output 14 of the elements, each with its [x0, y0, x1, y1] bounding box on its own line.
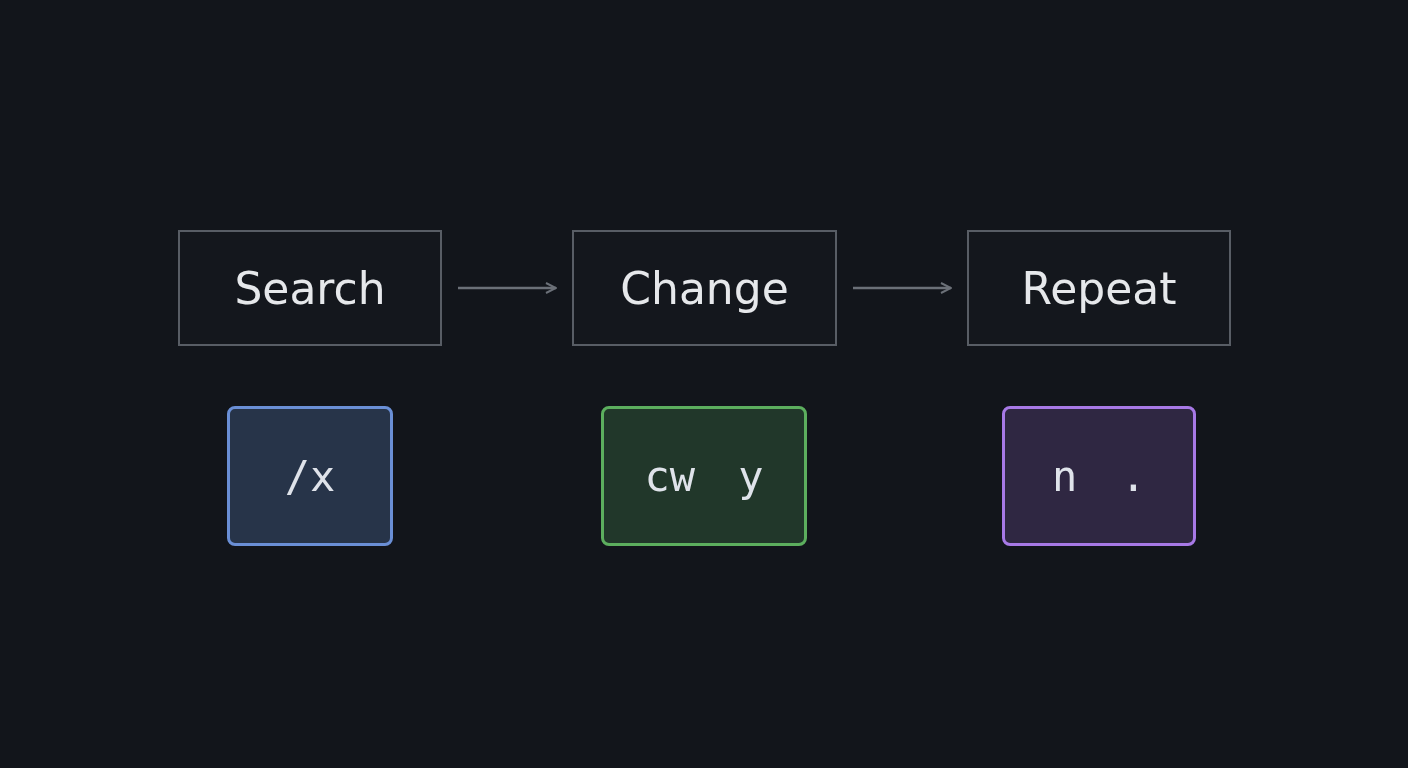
- arrow: [853, 282, 952, 294]
- key-command-box: [227, 406, 393, 546]
- key-command-text: n .: [1052, 451, 1146, 501]
- process-box: [178, 230, 442, 346]
- process-box: [572, 230, 837, 346]
- process-box: [967, 230, 1231, 346]
- step-label: Change: [620, 262, 789, 314]
- key-command-box: [1002, 406, 1196, 546]
- key-command-text: /x: [284, 451, 336, 501]
- key-command-text: cw y: [644, 451, 764, 501]
- key-command-box: [601, 406, 807, 546]
- step-label: Repeat: [1021, 262, 1177, 314]
- step-label: Search: [234, 262, 386, 314]
- arrow: [458, 282, 557, 294]
